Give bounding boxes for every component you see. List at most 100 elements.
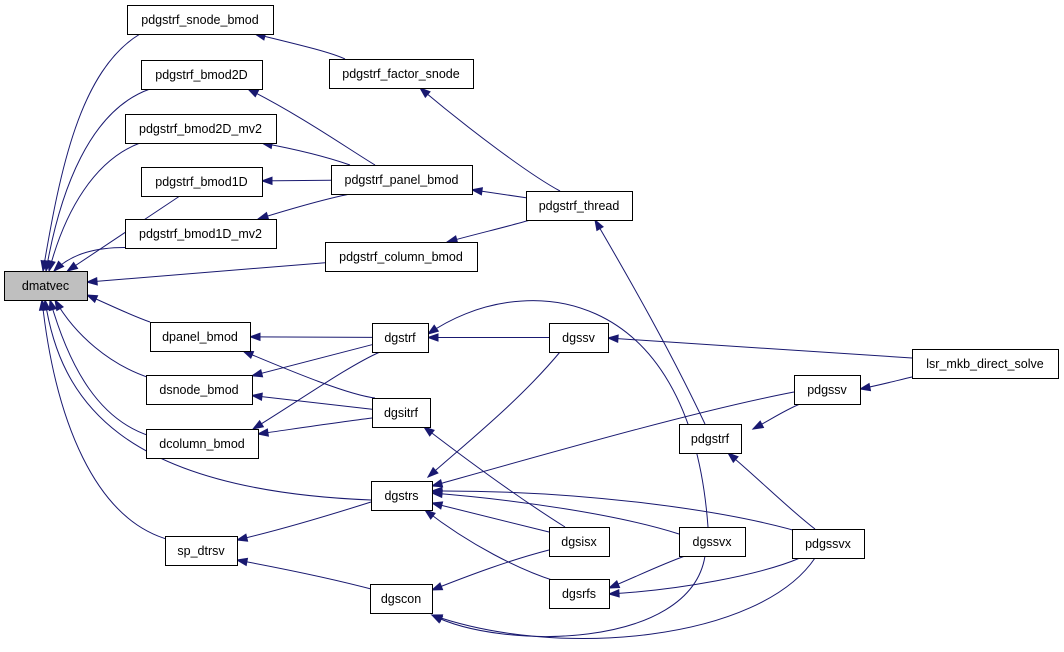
edge-line [67,195,181,272]
node-dgscon[interactable]: dgscon [370,584,433,614]
node-label: dgstrs [384,489,418,503]
edge-line [424,509,556,582]
node-box [526,191,633,221]
node-panel-bmod[interactable]: pdgstrf_panel_bmod [331,165,473,195]
edge-dgscon-to-sp_dtrsv [235,557,376,591]
edge-arrowhead [250,368,264,378]
edge-arrowhead [52,260,65,273]
node-box [127,5,274,35]
nodes-layer: dmatvecpdgstrf_snode_bmodpdgstrf_bmod2Dp… [4,5,1059,614]
node-box [370,584,433,614]
node-dgsisx[interactable]: dgsisx [549,527,610,557]
edge-arrowhead [423,509,436,520]
node-label: pdgstrf_bmod1D_mv2 [139,227,262,241]
node-pthread[interactable]: pdgstrf_thread [526,191,633,221]
node-box [125,114,277,144]
edge-arrowhead [235,533,249,542]
edge-line [594,219,706,425]
node-label: dsnode_bmod [159,383,238,397]
edge-panel_bmod-to-bmod1D_mv2 [256,193,351,221]
edge-dgsitrf-to-dpanel_bmod [241,350,376,399]
node-box [679,424,742,454]
edge-pdgssv-to-dgstrs [430,391,795,488]
edge-arrowhead [726,452,739,464]
edge-arrowhead [430,614,444,623]
edge-line [257,417,373,435]
edge-line [261,179,332,182]
edge-arrowhead [85,294,99,304]
node-box [146,429,259,459]
edge-line [446,219,531,243]
edge-arrowhead [241,350,255,360]
node-bmod1D-mv2[interactable]: pdgstrf_bmod1D_mv2 [125,219,277,249]
node-pdgssvx[interactable]: pdgssvx [792,529,865,559]
edge-dgssv-to-dgstrf [426,333,549,342]
edge-pdgstrf-to-pthread [594,218,706,425]
edge-line [431,555,706,637]
edge-line [41,299,171,541]
edge-line [431,490,811,536]
edge-dgsitrf-to-dsnode_bmod [250,392,373,410]
node-dgssv[interactable]: dgssv [549,323,609,353]
edge-arrowhead [470,187,483,196]
node-dgstrs[interactable]: dgstrs [371,481,433,511]
node-dsnode-bmod[interactable]: dsnode_bmod [146,375,253,405]
edge-pdgssvx-to-dgstrs [430,486,811,536]
node-dgsitrf[interactable]: dgsitrf [372,398,431,428]
edge-dgssv-to-dgstrs [426,351,561,478]
edge-column_bmod-to-dmatvec [85,262,326,286]
node-lsr[interactable]: lsr_mkb_direct_solve [912,349,1059,379]
node-column-bmod[interactable]: pdgstrf_column_bmod [325,242,478,272]
edge-line [431,549,550,591]
edge-line [431,502,550,533]
edge-arrowhead [54,298,64,312]
node-snode-bmod[interactable]: pdgstrf_snode_bmod [127,5,274,35]
node-dgssvx[interactable]: dgssvx [679,527,746,557]
node-factor-snode[interactable]: pdgstrf_factor_snode [329,59,474,89]
edge-arrowhead [607,579,621,589]
node-label: pdgstrf_column_bmod [339,250,463,264]
edge-dgssvx-to-dgsrfs [607,555,686,589]
edge-line [257,193,351,220]
edge-pthread-to-column_bmod [445,219,531,244]
edge-dcolumn_bmod-to-dmatvec [48,298,151,437]
node-pdgssv[interactable]: pdgssv [794,375,861,405]
edge-pdgssvx-to-pdgstrf [726,452,816,530]
edge-line [431,557,816,639]
node-dcolumn-bmod[interactable]: dcolumn_bmod [146,429,259,459]
node-bmod2D-mv2[interactable]: pdgstrf_bmod2D_mv2 [125,114,277,144]
node-label: lsr_mkb_direct_solve [926,357,1043,371]
edge-arrowhead [66,261,79,272]
edge-arrowhead [246,88,260,98]
edge-dgsisx-to-dgscon [430,549,550,591]
node-dgstrf[interactable]: dgstrf [372,323,429,353]
edge-line [49,299,151,437]
edge-lsr-to-pdgssv [858,376,913,392]
node-box [679,527,746,557]
node-dmatvec[interactable]: dmatvec [4,271,88,301]
node-dpanel-bmod[interactable]: dpanel_bmod [150,322,251,352]
edge-pthread-to-factor_snode [418,87,561,192]
node-bmod2D[interactable]: pdgstrf_bmod2D [141,60,263,90]
node-box [4,271,88,301]
node-label: dgssv [562,331,595,345]
edge-arrowhead [48,298,58,312]
node-bmod1D[interactable]: pdgstrf_bmod1D [141,167,263,197]
node-dgsrfs[interactable]: dgsrfs [549,579,610,609]
edge-dgstrf-to-dcolumn_bmod [251,351,381,430]
edge-line [607,337,913,359]
edge-dgstrs-to-sp_dtrsv [235,501,372,542]
edge-pdgssvx-to-dgsrfs [607,557,801,598]
edge-bmod2D_mv2-to-dmatvec [47,142,141,273]
edge-line [242,350,376,399]
node-sp-dtrsv[interactable]: sp_dtrsv [165,536,238,566]
edge-dsnode_bmod-to-dmatvec [54,298,151,379]
edge-arrowhead [430,486,443,496]
edge-line [44,299,372,501]
edge-dgsisx-to-dgsitrf [422,426,566,528]
node-label: dgstrf [384,331,416,345]
edge-arrowhead [430,501,444,510]
node-box [329,59,474,89]
node-pdgstrf[interactable]: pdgstrf [679,424,742,454]
edge-line [431,492,680,535]
